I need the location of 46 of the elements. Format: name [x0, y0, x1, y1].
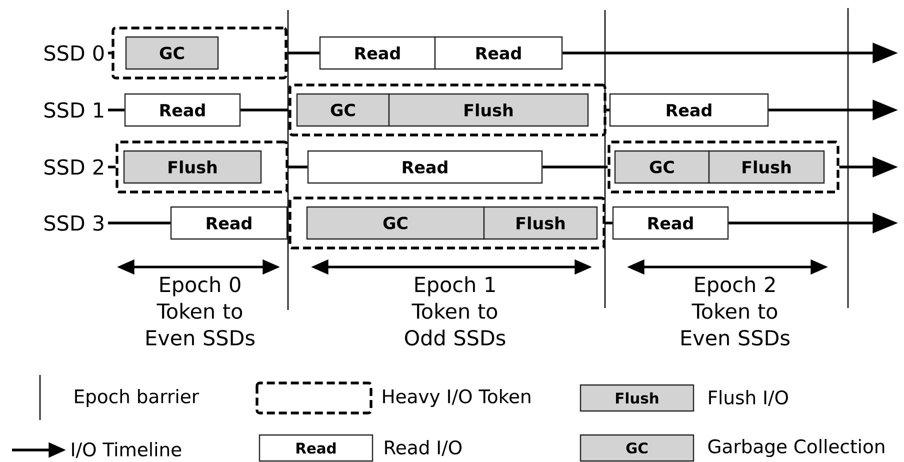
timeline-line: [288, 166, 308, 168]
timeline-line: [542, 166, 608, 168]
row-label: SSD 3: [44, 215, 104, 231]
legend-text: Epoch barrier: [75, 388, 200, 408]
legend-sample: GC: [580, 434, 694, 462]
row-label: SSD 1: [44, 102, 104, 118]
io-box: Read: [612, 206, 729, 240]
timeline-line: [108, 222, 170, 224]
token-box: [288, 84, 606, 136]
epoch-label: Epoch 2 Token to Even SSDs: [682, 276, 790, 346]
timeline-line: [240, 108, 289, 112]
legend-text: Garbage Collection: [708, 438, 884, 458]
io-box: GC: [614, 150, 710, 184]
row-label: SSD 2: [44, 159, 103, 175]
timeline-line: [287, 52, 320, 54]
token-box: [112, 26, 288, 80]
timeline-line: [606, 108, 610, 112]
timeline-line: [108, 108, 124, 112]
io-box: GC: [125, 36, 219, 70]
io-box: Read: [170, 206, 288, 240]
io-box: Flush: [708, 150, 825, 184]
token-box: [116, 140, 288, 194]
io-box: Read: [124, 93, 241, 127]
io-box: Flush: [123, 150, 262, 184]
epoch-label: Epoch 1 Token to Odd SSDs: [405, 276, 506, 346]
io-box: GC: [296, 93, 390, 127]
io-box: GC: [306, 206, 485, 240]
epoch-label: Epoch 0 Token to Even SSDs: [146, 276, 254, 346]
timeline-line: [108, 52, 112, 54]
legend-text: Heavy I/O Token: [383, 388, 530, 408]
token-box: [608, 140, 840, 194]
token-box: [288, 196, 606, 250]
legend-text: Read I/O: [385, 440, 462, 456]
legend-text: I/O Timeline: [72, 442, 182, 458]
io-box: Read: [319, 36, 436, 70]
legend-sample: Flush: [580, 384, 694, 412]
io-box: Flush: [483, 206, 598, 240]
io-box: Read: [434, 36, 563, 70]
timeline-line: [605, 222, 612, 224]
row-label: SSD 0: [44, 45, 104, 61]
timeline-line: [108, 166, 116, 168]
io-box: Read: [609, 93, 769, 127]
io-box: Read: [307, 150, 543, 184]
timeline-line: [288, 222, 289, 224]
legend-text: Flush I/O: [709, 390, 788, 406]
legend-sample: Read: [258, 434, 374, 462]
